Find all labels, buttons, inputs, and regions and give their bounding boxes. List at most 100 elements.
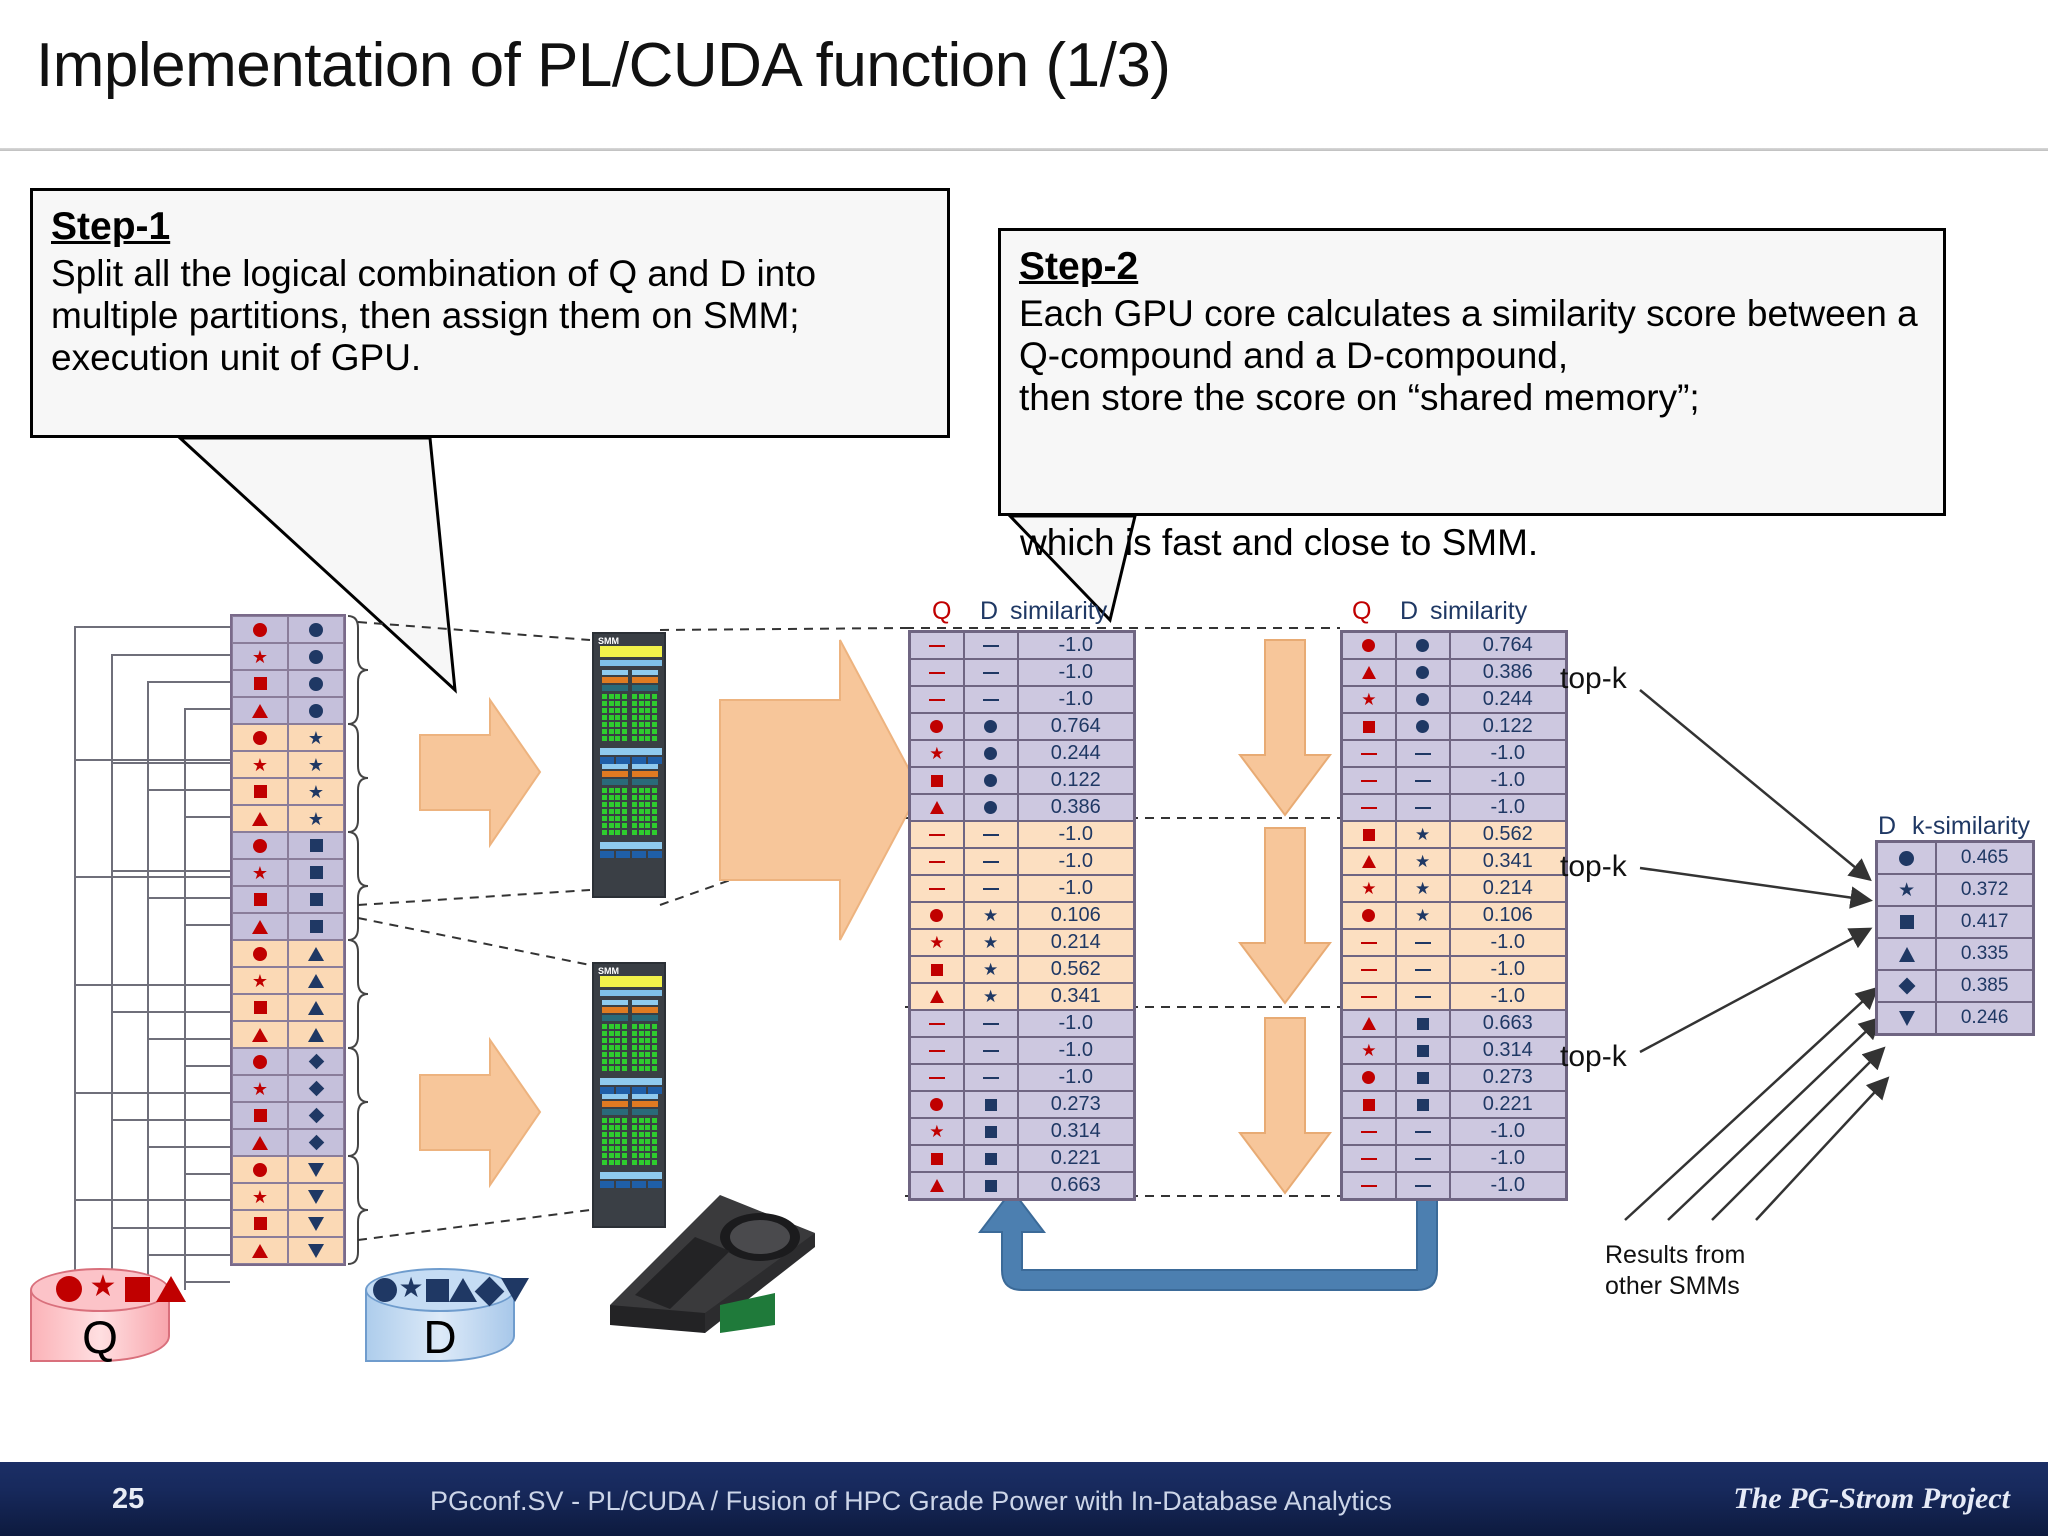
smm-internal-bar xyxy=(615,823,620,828)
similarity-cell-q xyxy=(1342,929,1396,956)
smm-internal-bar xyxy=(632,1024,637,1029)
similarity-cell-d xyxy=(1395,1010,1450,1037)
similarity-cell-d xyxy=(963,794,1018,821)
combination-row xyxy=(232,886,344,913)
similarity-cell-q xyxy=(910,1172,964,1199)
combination-cell-q xyxy=(232,1237,288,1264)
similarity-cell-d xyxy=(963,848,1018,875)
smm-internal-bar xyxy=(638,1066,644,1071)
smm-internal-bar xyxy=(632,1109,658,1115)
circle-shape-icon xyxy=(1899,850,1915,866)
similarity-cell-value: 0.663 xyxy=(1449,1010,1566,1037)
dash-shape-icon xyxy=(982,833,999,836)
smm-internal-bar xyxy=(638,1139,644,1144)
smm-internal-bar xyxy=(645,701,650,706)
similarity-row: ★0.106 xyxy=(910,902,1134,929)
smm-internal-bar xyxy=(645,1139,650,1144)
similarity-row: ★0.244 xyxy=(910,740,1134,767)
smm-internal-bar xyxy=(615,701,620,706)
similarity-cell-value: -1.0 xyxy=(1017,848,1134,875)
smm-internal-bar xyxy=(600,660,662,666)
smm-internal-bar xyxy=(621,1059,627,1064)
smm-internal-bar xyxy=(615,722,620,727)
smm-internal-bar xyxy=(638,1118,644,1123)
smm-internal-bar xyxy=(651,1024,657,1029)
combination-row xyxy=(232,616,344,643)
combination-row xyxy=(232,1102,344,1129)
similarity-cell-q: ★ xyxy=(1342,875,1396,902)
similarity-cell-q xyxy=(910,632,964,659)
smm-internal-bar xyxy=(651,1118,657,1123)
similarity-row: -1.0 xyxy=(910,1064,1134,1091)
combination-cell-d: ★ xyxy=(288,724,344,751)
similarity-row: -1.0 xyxy=(910,632,1134,659)
similarity-cell-d xyxy=(1395,956,1450,983)
triangle-shape-icon xyxy=(308,1027,324,1042)
smm-internal-bar xyxy=(602,802,607,807)
combination-cell-d xyxy=(288,697,344,724)
smm-internal-bar xyxy=(602,1052,607,1057)
smm-internal-bar xyxy=(645,823,650,828)
square-shape-icon xyxy=(930,963,943,976)
similarity-row: ★0.341 xyxy=(1342,848,1566,875)
smm-internal-bar xyxy=(638,809,644,814)
combination-cell-d xyxy=(288,940,344,967)
smm-label: SMM xyxy=(598,636,619,646)
smm-internal-bar xyxy=(615,1052,620,1057)
smm-internal-bar xyxy=(621,1031,627,1036)
similarity-cell-d xyxy=(963,659,1018,686)
similarity-row: -1.0 xyxy=(910,659,1134,686)
similarity-cell-value: -1.0 xyxy=(1449,929,1566,956)
smm-internal-bar xyxy=(615,1038,620,1043)
combination-cell-d xyxy=(288,1237,344,1264)
smm-internal-bar xyxy=(632,771,658,777)
smm-internal-bar xyxy=(615,1160,620,1165)
smm-internal-bar xyxy=(602,779,628,785)
similarity-cell-value: 0.273 xyxy=(1449,1064,1566,1091)
star-shape-icon: ★ xyxy=(251,646,269,667)
result-cell-d xyxy=(1877,906,1937,938)
triangle-shape-icon xyxy=(252,1243,268,1258)
similarity-cell-q xyxy=(1342,794,1396,821)
dash-shape-icon xyxy=(1360,806,1377,809)
brand-label: The PG-Strom Project xyxy=(1733,1482,2010,1515)
similarity-row: 0.386 xyxy=(1342,659,1566,686)
smm-internal-bar xyxy=(621,736,627,741)
similarity-cell-q xyxy=(910,686,964,713)
smm-internal-bar xyxy=(608,708,614,713)
similarity-cell-d xyxy=(1395,659,1450,686)
combination-cell-q xyxy=(232,805,288,832)
dash-shape-icon xyxy=(1414,1157,1431,1160)
smm-internal-bar xyxy=(645,1125,650,1130)
smm-internal-bar xyxy=(621,729,627,734)
similarity-cell-value: -1.0 xyxy=(1449,1145,1566,1172)
smm-internal-bar xyxy=(651,1059,657,1064)
similarity-row: ★0.562 xyxy=(910,956,1134,983)
topk-label-3: top-k xyxy=(1560,1040,1627,1073)
smm-internal-bar xyxy=(638,788,644,793)
star-shape-icon: ★ xyxy=(307,754,325,775)
smm-internal-bar xyxy=(615,1125,620,1130)
smm-internal-bar xyxy=(651,1125,657,1130)
smm-internal-bar xyxy=(648,1087,662,1094)
smm-internal-bar xyxy=(638,1024,644,1029)
square-shape-icon xyxy=(1416,1044,1429,1057)
similarity-row: 0.221 xyxy=(910,1145,1134,1172)
similarity-cell-q xyxy=(1342,713,1396,740)
combination-row xyxy=(232,1210,344,1237)
dash-shape-icon xyxy=(1360,1184,1377,1187)
similarity-cell-d: ★ xyxy=(1395,848,1450,875)
similarity-cell-q xyxy=(910,1010,964,1037)
combination-cell-q xyxy=(232,724,288,751)
smm-internal-bar xyxy=(651,701,657,706)
smm-internal-bar xyxy=(600,1172,662,1179)
similarity-row: ★0.244 xyxy=(1342,686,1566,713)
result-cell-value: 0.246 xyxy=(1936,1002,2033,1034)
page-title: Implementation of PL/CUDA function (1/3) xyxy=(36,31,1171,100)
similarity-cell-value: -1.0 xyxy=(1449,794,1566,821)
similarity-row: 0.386 xyxy=(910,794,1134,821)
result-row: 0.465 xyxy=(1877,842,2033,874)
result-cell-value: 0.372 xyxy=(1936,874,2033,906)
smm-internal-bar xyxy=(602,771,628,777)
similarity-row: -1.0 xyxy=(910,1037,1134,1064)
